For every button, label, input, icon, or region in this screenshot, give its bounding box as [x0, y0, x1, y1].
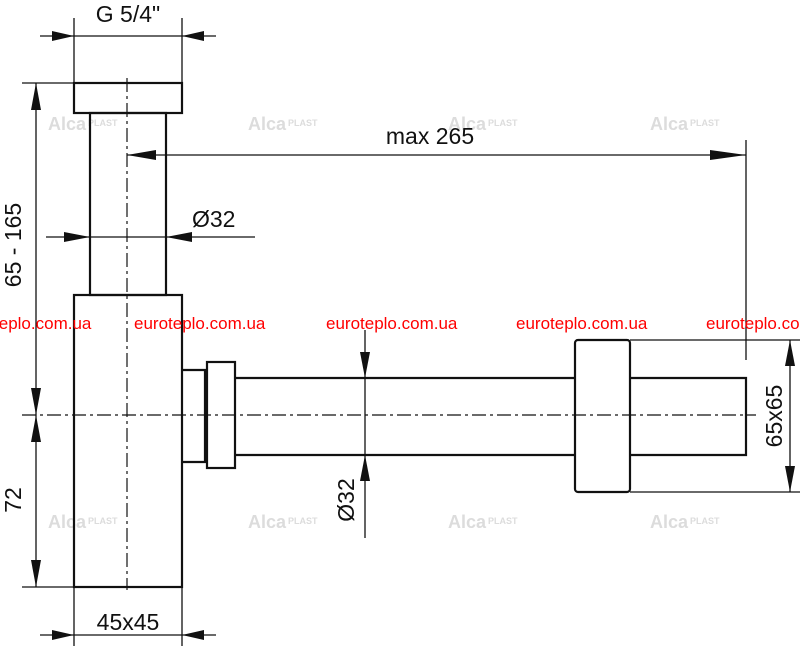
brand-watermark-main: Alca — [650, 512, 689, 532]
dimension-body-size: 45x45 — [40, 587, 216, 646]
site-watermark: euroteplo.com.ua — [326, 314, 458, 333]
brand-watermark-sub: PLAST — [488, 516, 518, 526]
brand-watermark-sub: PLAST — [690, 118, 720, 128]
brand-watermark-sub: PLAST — [88, 118, 118, 128]
brand-watermark: Alca PLAST — [448, 512, 518, 532]
thread-label: G 5/4" — [96, 1, 160, 27]
brand-watermark-main: Alca — [448, 512, 487, 532]
brand-watermark: Alca PLAST — [248, 512, 318, 532]
wall-rosette — [573, 338, 632, 494]
dimension-thread: G 5/4" — [40, 1, 216, 83]
brand-watermarks: Alca PLAST Alca PLAST Alca PLAST Alca PL… — [48, 114, 720, 532]
brand-watermark: Alca PLAST — [48, 512, 118, 532]
brand-watermark-main: Alca — [650, 114, 689, 134]
outlet-pipe-end — [630, 376, 748, 457]
site-watermarks: euroteplo.com.ua euroteplo.com.ua eurote… — [0, 314, 800, 333]
brand-watermark-sub: PLAST — [88, 516, 118, 526]
brand-watermark: Alca PLAST — [650, 512, 720, 532]
brand-watermark-sub: PLAST — [288, 516, 318, 526]
body-size-label: 45x45 — [97, 609, 160, 635]
vertical-diameter-label: Ø32 — [192, 206, 235, 232]
brand-watermark-main: Alca — [248, 114, 287, 134]
top-nut — [72, 81, 184, 115]
brand-watermark: Alca PLAST — [448, 114, 518, 134]
site-watermark: euroteplo.com.ua — [134, 314, 266, 333]
brand-watermark-sub: PLAST — [690, 516, 720, 526]
brand-watermark: Alca PLAST — [650, 114, 720, 134]
dimension-outlet-size: 65x65 — [630, 339, 800, 493]
horizontal-diameter-label: Ø32 — [333, 478, 359, 521]
side-coupling — [182, 368, 207, 464]
brand-watermark-main: Alca — [48, 512, 87, 532]
brand-watermark-main: Alca — [48, 114, 87, 134]
height-range-label: 65 - 165 — [0, 203, 26, 287]
brand-watermark-main: Alca — [448, 114, 487, 134]
brand-watermark-sub: PLAST — [488, 118, 518, 128]
brand-watermark-main: Alca — [248, 512, 287, 532]
inlet-tube — [88, 111, 168, 297]
dimension-vertical-diameter: Ø32 — [46, 206, 255, 242]
site-watermark: euroteplo.com.ua — [0, 314, 92, 333]
max-length-label: max 265 — [386, 123, 474, 149]
outlet-size-label: 65x65 — [761, 385, 787, 448]
siphon-body — [72, 293, 184, 589]
dimension-outlet-height: 72 — [0, 415, 74, 588]
siphon-body-parts — [72, 81, 748, 589]
brand-watermark-sub: PLAST — [288, 118, 318, 128]
site-watermark: euroteplo.com.ua — [516, 314, 648, 333]
site-watermark: euroteplo.com.ua — [706, 314, 800, 333]
outlet-height-label: 72 — [0, 487, 26, 513]
dimension-height-range: 65 - 165 — [0, 82, 74, 415]
brand-watermark: Alca PLAST — [48, 114, 118, 134]
brand-watermark: Alca PLAST — [248, 114, 318, 134]
dimension-horizontal-diameter: Ø32 — [333, 330, 370, 538]
dimension-max-length: max 265 — [127, 123, 747, 360]
outlet-nut — [205, 360, 237, 470]
